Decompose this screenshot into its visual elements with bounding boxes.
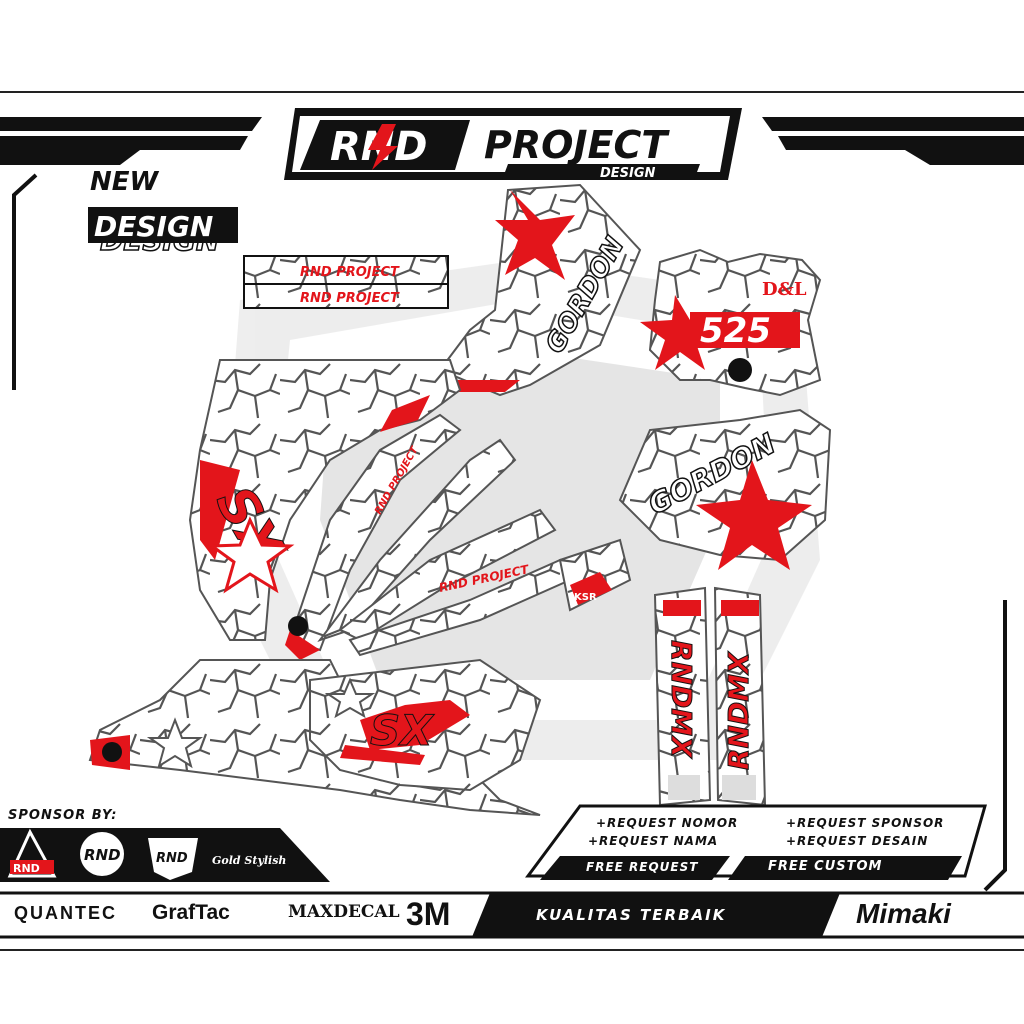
plate-number: 525 [700, 311, 771, 351]
strip-text-2: RND PROJECT [300, 291, 400, 306]
brand-quantec: QUANTEC [14, 903, 117, 923]
brand-3m: 3M [406, 896, 451, 932]
sponsor-logo-3: RND [148, 838, 198, 880]
header-logo: RND PROJECT DESIGN [284, 108, 742, 181]
shroud-tag: KSR [574, 592, 597, 603]
request-desain: +REQUEST DESAIN [786, 834, 929, 848]
fork-text-left: RNDMX [665, 640, 698, 759]
sponsor-strip: RND RND RND Gold Stylish [0, 828, 330, 882]
sponsor-logo-2: RND [80, 832, 124, 876]
frame-decals: RND PROJECT RND PROJECT [285, 413, 572, 660]
strip-text-1: RND PROJECT [300, 265, 400, 280]
sponsor-text-3: RND [156, 851, 188, 866]
fender-emblem: SX [370, 706, 435, 755]
frame [0, 91, 1024, 951]
badge-design: DESIGN [94, 210, 213, 243]
request-nomor: +REQUEST NOMOR [596, 816, 739, 830]
sponsor-logo-4: Gold Stylish [212, 854, 286, 867]
lightning-icon [368, 124, 398, 170]
number-plate: D&L 525 [640, 248, 822, 397]
fork-text-right: RNDMX [722, 651, 755, 770]
plate-mark: D&L [762, 279, 807, 300]
sponsor-logo-1: RND [7, 828, 57, 878]
footer-band [0, 891, 1024, 939]
brand-maxdecal: MAXDECAL [288, 902, 400, 922]
stripe-decals: RND PROJECT RND PROJECT [243, 255, 449, 309]
free-custom-label: FREE CUSTOM [768, 859, 883, 874]
request-sponsor: +REQUEST SPONSOR [786, 816, 945, 830]
shroud-right: GORDON KSR [558, 408, 832, 612]
badge-new: NEW [90, 167, 160, 197]
new-design-badge: NEW DESIGN DESIGN [88, 167, 238, 258]
logo-design-text: DESIGN [600, 166, 656, 181]
request-nama: +REQUEST NAMA [588, 834, 719, 848]
sponsor-title: SPONSOR BY: [8, 808, 118, 823]
sponsor-text-4: Gold Stylish [212, 854, 286, 867]
fork-guards: RNDMX RNDMX [653, 586, 767, 807]
logo-project-text: PROJECT [484, 123, 670, 167]
sponsor-text-2: RND [84, 846, 121, 864]
brand-graftac: GrafTac [152, 901, 230, 924]
rear-fender: SX [88, 658, 542, 816]
sponsor-text-1: RND [13, 862, 40, 875]
brand-mimaki: Mimaki [856, 898, 951, 929]
request-box [525, 804, 987, 880]
quality-label: KUALITAS TERBAIK [536, 906, 727, 924]
free-request-label: FREE REQUEST [586, 860, 699, 874]
shroud-top: GORDON [425, 183, 642, 397]
